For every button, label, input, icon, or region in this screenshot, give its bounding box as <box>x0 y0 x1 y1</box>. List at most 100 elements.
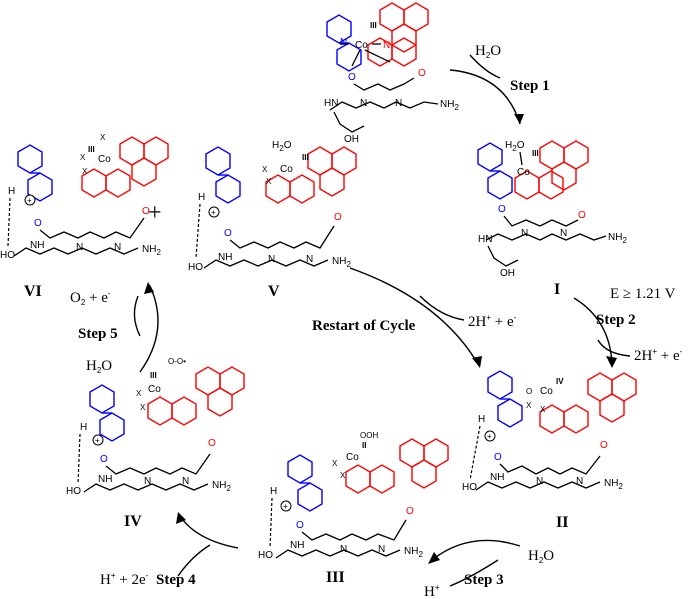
n-atom: N <box>378 544 385 555</box>
h-atom: H <box>270 486 277 497</box>
x-ligand: X <box>262 165 268 174</box>
o-atom: O <box>100 454 108 465</box>
complex-II: Co IV O X X H + O O N N NH2 HO NH <box>462 370 637 493</box>
label-VI: VI <box>24 283 42 300</box>
h-atom: H <box>198 192 205 203</box>
label-I: I <box>554 281 560 298</box>
o-atom: O <box>142 206 150 217</box>
h-atom: H <box>8 186 15 197</box>
nh-label: NH <box>490 472 504 483</box>
plus-sign: + <box>148 200 162 226</box>
o-atom: O <box>208 438 216 449</box>
nh2-label: NH2 <box>440 99 459 112</box>
oxidation-state-II: IV <box>556 377 564 386</box>
nh2-label: NH2 <box>142 244 161 257</box>
oxidation-state-top: III <box>370 21 377 30</box>
oxidation-state-I: III <box>532 149 539 158</box>
o-atom: O <box>296 520 304 531</box>
ho-label: HO <box>66 486 81 497</box>
x-ligand: X <box>540 405 546 414</box>
ooh-ligand: OOH <box>360 431 378 440</box>
n-atom: N <box>76 242 83 253</box>
n-atom: N <box>576 476 583 487</box>
step4-arrow <box>179 515 239 549</box>
h2o-step1: H2O <box>475 43 501 60</box>
step5-label: Step 5 <box>78 326 118 342</box>
complex-V: H2O Co III X X H + O O N N NH2 HO NH <box>188 140 357 273</box>
ho-label: HO <box>462 482 477 493</box>
nh2-label: NH2 <box>404 546 423 559</box>
h-atom: H <box>80 422 87 433</box>
x-ligand: X <box>100 133 106 142</box>
label-IV: IV <box>124 513 142 530</box>
n-atom: N <box>560 228 567 239</box>
step3-arrow <box>431 539 521 561</box>
n-atom: N <box>306 254 313 265</box>
step4-label: Step 4 <box>156 572 196 588</box>
h2o-step3: H2O <box>528 548 554 565</box>
h-e-restart: 2H+ + e- <box>468 313 517 330</box>
o-atom: O <box>600 440 608 451</box>
plus-charge: + <box>283 502 288 511</box>
complex-IV: Co III O-O• X X H + O O N N NH2 HO NH <box>66 357 245 497</box>
step3-label: Step 3 <box>464 572 504 588</box>
plus-charge: + <box>487 432 492 441</box>
oh-label: OH <box>500 268 515 279</box>
restart-arrow <box>349 267 479 365</box>
plus-charge: + <box>27 196 32 205</box>
n-atom: N <box>114 242 121 253</box>
x-ligand: X <box>136 389 142 398</box>
oh-label: OH <box>344 134 359 145</box>
superoxo-ligand: O-O• <box>168 357 186 366</box>
o-atom: O <box>418 68 426 79</box>
n-atom: N <box>360 98 367 109</box>
oxidation-state-IV: III <box>150 371 157 380</box>
h2o-step5: H2O <box>86 358 112 375</box>
nh2-label: NH2 <box>608 232 627 245</box>
complex-I: H2O Co III O O N N NH2 HN OH <box>477 140 627 279</box>
n-atom: N <box>521 228 528 239</box>
step5-arrow <box>139 285 159 373</box>
co-label: Co <box>98 154 111 165</box>
ho-label: HO <box>188 262 203 273</box>
nh-label: NH <box>290 540 304 551</box>
h-e-step2: 2H+ + e- <box>634 347 683 364</box>
x-ligand: X <box>340 471 346 480</box>
complex-III: Co II OOH X X H + O O N N NH2 HO NH <box>258 431 449 561</box>
o-atom: O <box>406 506 414 517</box>
h2o-ligand: H2O <box>272 140 292 153</box>
oxidation-state-V: III <box>302 153 309 162</box>
nh-label: NH <box>30 240 44 251</box>
n-atom: N <box>144 476 151 487</box>
plus-charge: + <box>95 436 100 445</box>
ho-label: HO <box>0 250 15 261</box>
restart-label: Restart of Cycle <box>312 318 416 334</box>
label-V: V <box>268 283 280 300</box>
o-atom: O <box>34 218 42 229</box>
h-step3: H+ <box>424 583 440 599</box>
n-atom: N <box>536 476 543 487</box>
hn-label: HN <box>324 98 338 109</box>
n-atom: N <box>340 37 347 48</box>
co-label: Co <box>148 384 161 395</box>
co-label: Co <box>280 164 293 175</box>
step2-label: Step 2 <box>596 312 636 328</box>
o-atom: O <box>334 212 342 223</box>
o-atom: O <box>348 72 356 83</box>
step1-label: Step 1 <box>510 78 550 94</box>
x-ligand: X <box>266 177 272 186</box>
co-label: Co <box>346 452 359 463</box>
x-ligand: X <box>140 403 146 412</box>
nh2-label: NH2 <box>604 478 623 491</box>
co-label: Co <box>355 40 368 51</box>
n-atom: N <box>383 40 390 51</box>
co-label: Co <box>517 167 530 178</box>
label-II: II <box>556 514 568 531</box>
ho-label: HO <box>258 550 273 561</box>
n-atom: N <box>182 476 189 487</box>
plus-charge: + <box>211 208 216 217</box>
complex-resting: Co III N N O O N N NH2 HN OH <box>324 2 459 145</box>
o-atom: O <box>578 210 586 221</box>
